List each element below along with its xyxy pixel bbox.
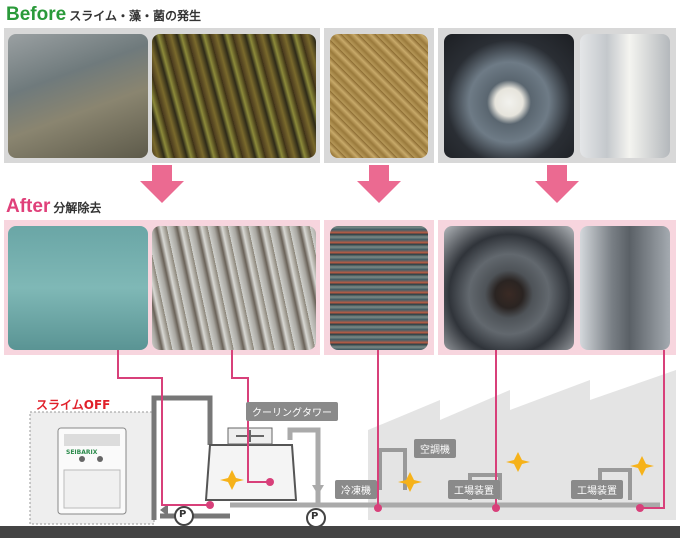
air-conditioner-label: 空調機 bbox=[414, 439, 456, 458]
photo-after-plate bbox=[330, 226, 428, 350]
flow-arrow-return bbox=[160, 504, 168, 516]
slime-off-label: スライムOFF bbox=[36, 398, 111, 412]
before-panel-basin bbox=[4, 28, 320, 163]
photo-before-plate bbox=[330, 34, 428, 158]
pump-label-1: P bbox=[179, 509, 187, 520]
after-panel-basin bbox=[4, 220, 320, 355]
pump-1 bbox=[174, 506, 194, 526]
photo-before-basin bbox=[8, 34, 148, 158]
after-panel-pipe bbox=[438, 220, 676, 355]
sparkle-icons bbox=[220, 452, 654, 492]
device-knob bbox=[79, 456, 85, 462]
before-word: Before bbox=[6, 4, 67, 25]
factory-equipment-label-1: 工場装置 bbox=[448, 480, 500, 499]
pipe-chiller bbox=[378, 448, 407, 490]
photo-before-pipe-side bbox=[580, 34, 670, 158]
pipe-device-tower bbox=[151, 395, 213, 520]
photo-after-basin bbox=[8, 226, 148, 350]
cooling-tower-label: クーリングタワー bbox=[246, 402, 338, 421]
connection-lines bbox=[117, 350, 665, 509]
fan-icon bbox=[236, 430, 264, 442]
device-panel bbox=[64, 434, 120, 446]
photo-after-pipe-side bbox=[580, 226, 670, 350]
after-subtitle: 分解除去 bbox=[53, 201, 102, 215]
photo-before-fill bbox=[152, 34, 316, 158]
connection-dots bbox=[206, 478, 644, 512]
before-subtitle: スライム・藻・菌の発生 bbox=[69, 9, 201, 23]
photo-before-pipe-end bbox=[444, 34, 574, 158]
arrow-down-3 bbox=[535, 165, 579, 203]
device-brand-label: SEIBARIX bbox=[66, 449, 98, 456]
arrow-down-2 bbox=[357, 165, 401, 203]
pipe-tower-out bbox=[287, 427, 321, 505]
photo-after-fill bbox=[152, 226, 316, 350]
device-knob-2 bbox=[97, 456, 103, 462]
before-panel-plate bbox=[324, 28, 434, 163]
chiller-label: 冷凍機 bbox=[335, 480, 377, 499]
pump-label-2: P bbox=[311, 511, 319, 522]
factory-equipment-label-2: 工場装置 bbox=[571, 480, 623, 499]
flow-arrow-down bbox=[312, 485, 324, 495]
device-door bbox=[63, 469, 121, 509]
cooling-tower-body bbox=[204, 444, 298, 501]
after-panel-plate bbox=[324, 220, 434, 355]
pump-2 bbox=[306, 508, 326, 528]
before-panel-pipe bbox=[438, 28, 676, 163]
arrow-down-1 bbox=[140, 165, 184, 203]
after-word: After bbox=[6, 196, 51, 217]
ground-line bbox=[0, 526, 680, 538]
photo-after-pipe-end bbox=[444, 226, 574, 350]
